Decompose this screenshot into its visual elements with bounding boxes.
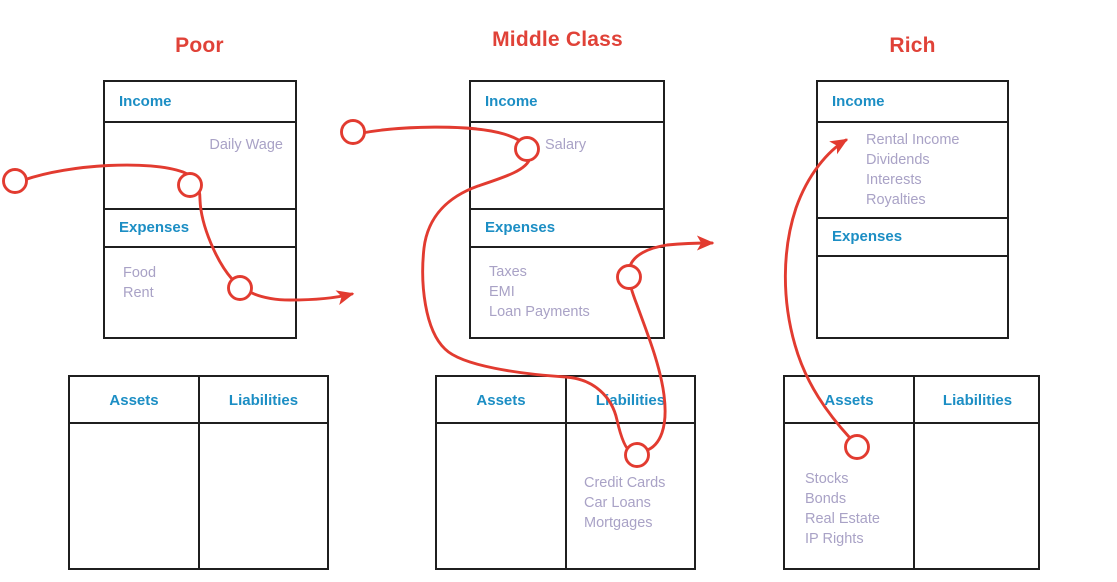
expenses-body-row-rich	[818, 257, 1007, 337]
assets-header-poor: Assets	[109, 392, 159, 409]
expense-item: Loan Payments	[489, 304, 590, 320]
liabilities-items-middle-class: Credit Cards Car Loans Mortgages	[584, 473, 665, 533]
income-header-row-rich: Income	[818, 82, 1007, 123]
asset-item: IP Rights	[805, 531, 864, 547]
expense-item: Rent	[123, 285, 154, 301]
column-title-poor: Poor	[175, 34, 224, 57]
expenses-body-row-middle-class: Taxes EMI Loan Payments	[471, 248, 663, 337]
expenses-header-label-rich: Expenses	[832, 228, 903, 246]
income-statement-middle-class: Income Salary Expenses Taxes EMI Loan Pa…	[469, 80, 665, 339]
income-header-row-poor: Income	[105, 82, 295, 123]
balance-sheet-header-rule-middle-class	[437, 422, 694, 424]
asset-item: Bonds	[805, 491, 847, 507]
balance-sheet-divider-rich	[913, 377, 915, 568]
expense-item: EMI	[489, 284, 515, 300]
income-items-poor: Daily Wage	[209, 135, 283, 155]
balance-sheet-poor: Assets Liabilities	[68, 375, 329, 570]
income-item: Daily Wage	[209, 137, 283, 153]
column-title-middle-class: Middle Class	[492, 28, 623, 51]
flow-node-poor-income	[2, 168, 28, 194]
asset-item: Stocks	[805, 471, 849, 487]
income-item: Salary	[545, 137, 587, 153]
expenses-header-row-poor: Expenses	[105, 210, 295, 248]
income-body-row-rich: Rental Income Dividends Interests Royalt…	[818, 123, 1007, 219]
income-items-middle-class: Salary	[545, 135, 586, 155]
income-statement-poor: Income Daily Wage Expenses Food Rent	[103, 80, 297, 339]
assets-items-rich: Stocks Bonds Real Estate IP Rights	[805, 469, 880, 549]
expenses-body-row-poor: Food Rent	[105, 248, 295, 337]
liability-item: Car Loans	[584, 495, 651, 511]
liabilities-header-middle-class: Liabilities	[595, 392, 666, 409]
expenses-header-label-middle-class: Expenses	[485, 219, 556, 237]
liabilities-header-poor: Liabilities	[228, 392, 299, 409]
liability-item: Mortgages	[584, 515, 653, 531]
column-title-rich: Rich	[889, 34, 936, 57]
assets-header-rich: Assets	[824, 392, 874, 409]
liability-item: Credit Cards	[584, 475, 666, 491]
balance-sheet-rich: Assets Liabilities Stocks Bonds Real Est…	[783, 375, 1040, 570]
income-item: Interests	[866, 172, 922, 188]
expenses-items-middle-class: Taxes EMI Loan Payments	[489, 262, 590, 322]
income-body-row-middle-class: Salary	[471, 123, 663, 210]
expenses-header-label-poor: Expenses	[119, 219, 190, 237]
income-header-label-poor: Income	[119, 92, 172, 110]
expenses-header-row-middle-class: Expenses	[471, 210, 663, 248]
income-item: Rental Income	[866, 132, 960, 148]
expenses-items-poor: Food Rent	[123, 263, 156, 303]
asset-item: Real Estate	[805, 511, 880, 527]
expenses-header-row-rich: Expenses	[818, 219, 1007, 257]
expense-item: Food	[123, 265, 157, 281]
balance-sheet-header-rule-poor	[70, 422, 327, 424]
income-header-row-middle-class: Income	[471, 82, 663, 123]
balance-sheet-header-rule-rich	[785, 422, 1038, 424]
income-statement-rich: Income Rental Income Dividends Interests…	[816, 80, 1009, 339]
balance-sheet-middle-class: Assets Liabilities Credit Cards Car Loan…	[435, 375, 696, 570]
income-header-label-middle-class: Income	[485, 92, 538, 110]
income-header-label-rich: Income	[832, 92, 885, 110]
income-item: Dividends	[866, 152, 930, 168]
flow-node-middle-source	[340, 119, 366, 145]
balance-sheet-divider-poor	[198, 377, 200, 568]
assets-header-middle-class: Assets	[476, 392, 526, 409]
income-item: Royalties	[866, 192, 926, 208]
income-body-row-poor: Daily Wage	[105, 123, 295, 210]
expense-item: Taxes	[489, 264, 527, 280]
balance-sheet-divider-middle-class	[565, 377, 567, 568]
income-items-rich: Rental Income Dividends Interests Royalt…	[866, 130, 960, 210]
liabilities-header-rich: Liabilities	[942, 392, 1013, 409]
